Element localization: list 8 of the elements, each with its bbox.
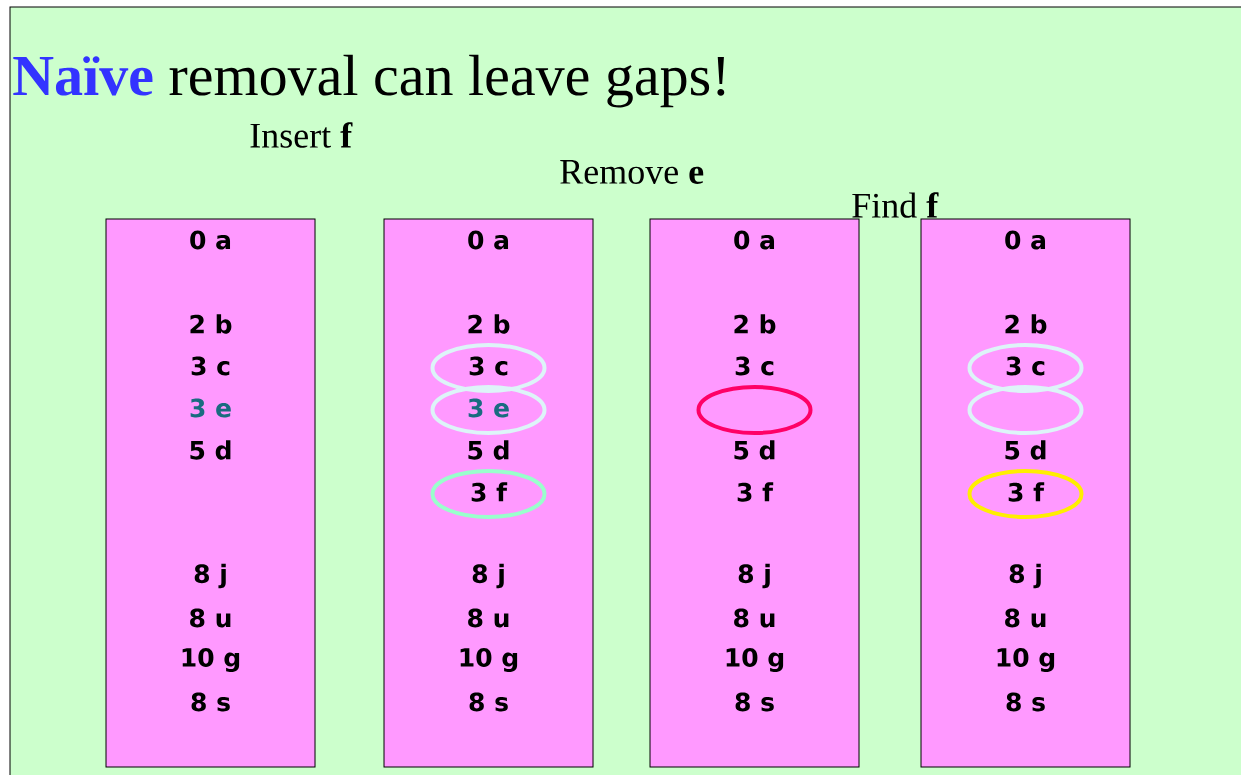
table-column: 0 a 2 b 3 c 5 d 3 f 8 j 8 u 10 g 8 s <box>649 218 860 768</box>
step-label: Find f <box>852 192 939 218</box>
table-column: 0 a 2 b 3 c 3 e 5 d 3 f 8 j 8 u 10 g 8 s <box>383 218 594 768</box>
step-label: Remove e <box>560 160 704 184</box>
slide-title: Naïve removal can leave gaps! <box>13 54 725 108</box>
table-column: 0 a 2 b 3 c 5 d 3 f 8 j 8 u 10 g 8 s <box>920 218 1131 768</box>
table-column: 0 a 2 b 3 c 3 e 5 d 8 j 8 u 10 g 8 s <box>105 218 316 768</box>
step-label: Insert f <box>250 122 353 148</box>
